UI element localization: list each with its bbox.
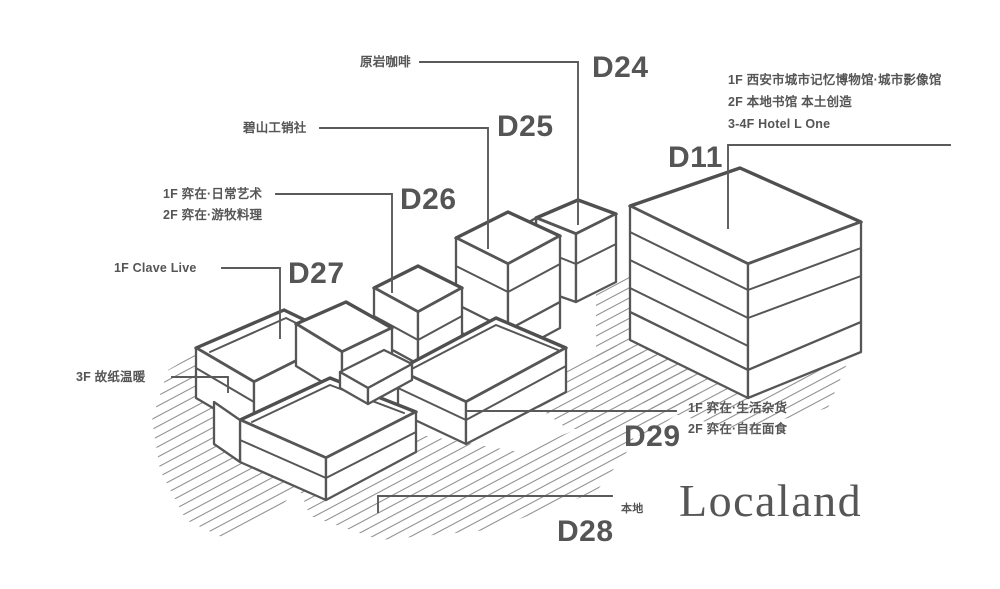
label-d27-tenant-2: 3F 故纸温暖 bbox=[76, 370, 146, 384]
d29-parapet bbox=[405, 324, 559, 373]
label-d26-tenant-2: 2F 弈在·游牧料理 bbox=[163, 208, 263, 222]
leader-d27-3f bbox=[171, 376, 229, 393]
label-d29-tenant-1: 1F 弈在·生活杂货 bbox=[688, 401, 788, 415]
leader-d28 bbox=[377, 495, 613, 513]
d26-floorline-r1 bbox=[417, 315, 463, 341]
d26-floorline-1 bbox=[373, 315, 419, 341]
d27-floorline-1 bbox=[195, 367, 255, 403]
label-d25-code[interactable]: D25 bbox=[497, 110, 554, 143]
d11-floorline-r1 bbox=[747, 247, 862, 291]
label-d24-code[interactable]: D24 bbox=[592, 51, 649, 84]
d11-floorline-1 bbox=[629, 231, 749, 291]
leader-d25 bbox=[319, 127, 489, 249]
label-d27-code[interactable]: D27 bbox=[288, 257, 345, 290]
label-d25-tenant: 碧山工销社 bbox=[243, 121, 307, 135]
d24-right-face bbox=[574, 212, 618, 304]
d29-floorline-1 bbox=[397, 387, 467, 421]
label-d29-tenant-2: 2F 弈在·自在面食 bbox=[688, 422, 788, 436]
d28-floorline-r1 bbox=[325, 431, 417, 479]
building-d29[interactable] bbox=[396, 316, 568, 446]
leader-d24 bbox=[419, 61, 579, 225]
label-d11-code[interactable]: D11 bbox=[668, 141, 723, 174]
building-d25[interactable] bbox=[454, 210, 562, 358]
label-d29-code[interactable]: D29 bbox=[624, 420, 681, 453]
d24-floorline-r1 bbox=[575, 243, 617, 265]
d29-right-face bbox=[464, 346, 568, 446]
label-d26-tenant-1: 1F 弈在·日常艺术 bbox=[163, 187, 263, 201]
label-d24-tenant: 原岩咖啡 bbox=[360, 55, 411, 69]
brand-wordmark: Localand bbox=[679, 475, 863, 526]
d28-roof-inner bbox=[251, 384, 405, 423]
label-d11-tenant-2: 2F 本地书馆 本土创造 bbox=[728, 95, 852, 109]
d11-floorline-2 bbox=[629, 259, 749, 319]
label-d28-tenant: 本地 bbox=[621, 503, 644, 515]
d11-floorline-r2 bbox=[747, 275, 862, 319]
label-d27-tenant-1: 1F Clave Live bbox=[114, 261, 197, 275]
d25-floorline-1 bbox=[455, 265, 509, 293]
label-d11-tenant-1: 1F 西安市城市记忆博物馆·城市影像馆 bbox=[728, 73, 942, 87]
d11-floorline-3 bbox=[629, 287, 749, 347]
d28-rear-wall bbox=[212, 400, 242, 464]
d28-floorline-1 bbox=[239, 439, 327, 479]
label-d11-tenant-3: 3-4F Hotel L One bbox=[728, 117, 831, 131]
connector-bar-left-side bbox=[366, 362, 414, 406]
leader-d27 bbox=[221, 267, 281, 339]
leader-d11 bbox=[727, 144, 951, 229]
label-d26-code[interactable]: D26 bbox=[400, 183, 457, 216]
label-d28-code[interactable]: D28 bbox=[557, 515, 614, 548]
building-d11[interactable] bbox=[628, 166, 863, 400]
leader-d26 bbox=[275, 193, 393, 293]
connector-volumes bbox=[338, 348, 414, 406]
leader-line-group bbox=[171, 61, 951, 513]
d25-floorline-r1 bbox=[507, 263, 561, 293]
d11-plinth-right bbox=[746, 320, 863, 400]
